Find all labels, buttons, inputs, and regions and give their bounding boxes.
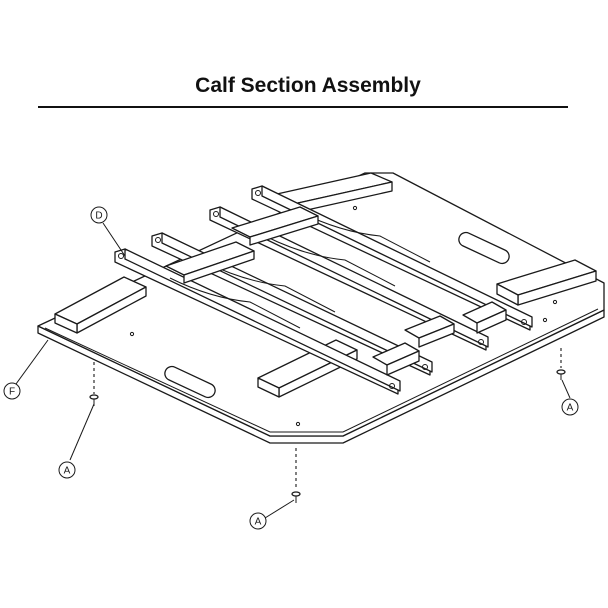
leader-a-right [561, 379, 571, 399]
page-title: Calf Section Assembly [195, 74, 421, 97]
side-rail-left [114, 248, 401, 395]
cross-bracket-left [54, 276, 147, 334]
callout-d-label: D [95, 211, 102, 222]
leader-d [102, 222, 126, 257]
callout-a-right: A [561, 398, 579, 416]
cross-member-right-a [462, 301, 507, 334]
callout-a-left: A [58, 461, 76, 479]
cross-member-right-b [372, 342, 420, 376]
callout-a-center: A [249, 512, 267, 530]
callout-a-center-label: A [255, 517, 262, 528]
cross-member-mid-front [165, 241, 255, 284]
leader-a-center [264, 499, 295, 519]
screw-center [291, 448, 301, 503]
screw-left [89, 362, 99, 406]
callout-f-label: F [9, 387, 15, 398]
title-underline [38, 106, 568, 108]
side-rail-rear [251, 185, 533, 331]
cross-member-right-c [404, 315, 455, 348]
handle-slot-front [164, 365, 216, 399]
screw-right [556, 348, 566, 380]
callout-a-left-label: A [64, 466, 71, 477]
callout-d: D [90, 206, 108, 224]
leader-a-left [69, 403, 95, 461]
rail-end-holes [118, 190, 527, 389]
side-rail-middle [209, 206, 489, 351]
channel-right [496, 259, 597, 306]
callout-a-right-label: A [567, 403, 574, 414]
leader-f [15, 339, 49, 385]
callout-f: F [3, 382, 21, 400]
cross-member-mid-rear [231, 206, 319, 246]
handle-slot-rear [458, 231, 510, 265]
